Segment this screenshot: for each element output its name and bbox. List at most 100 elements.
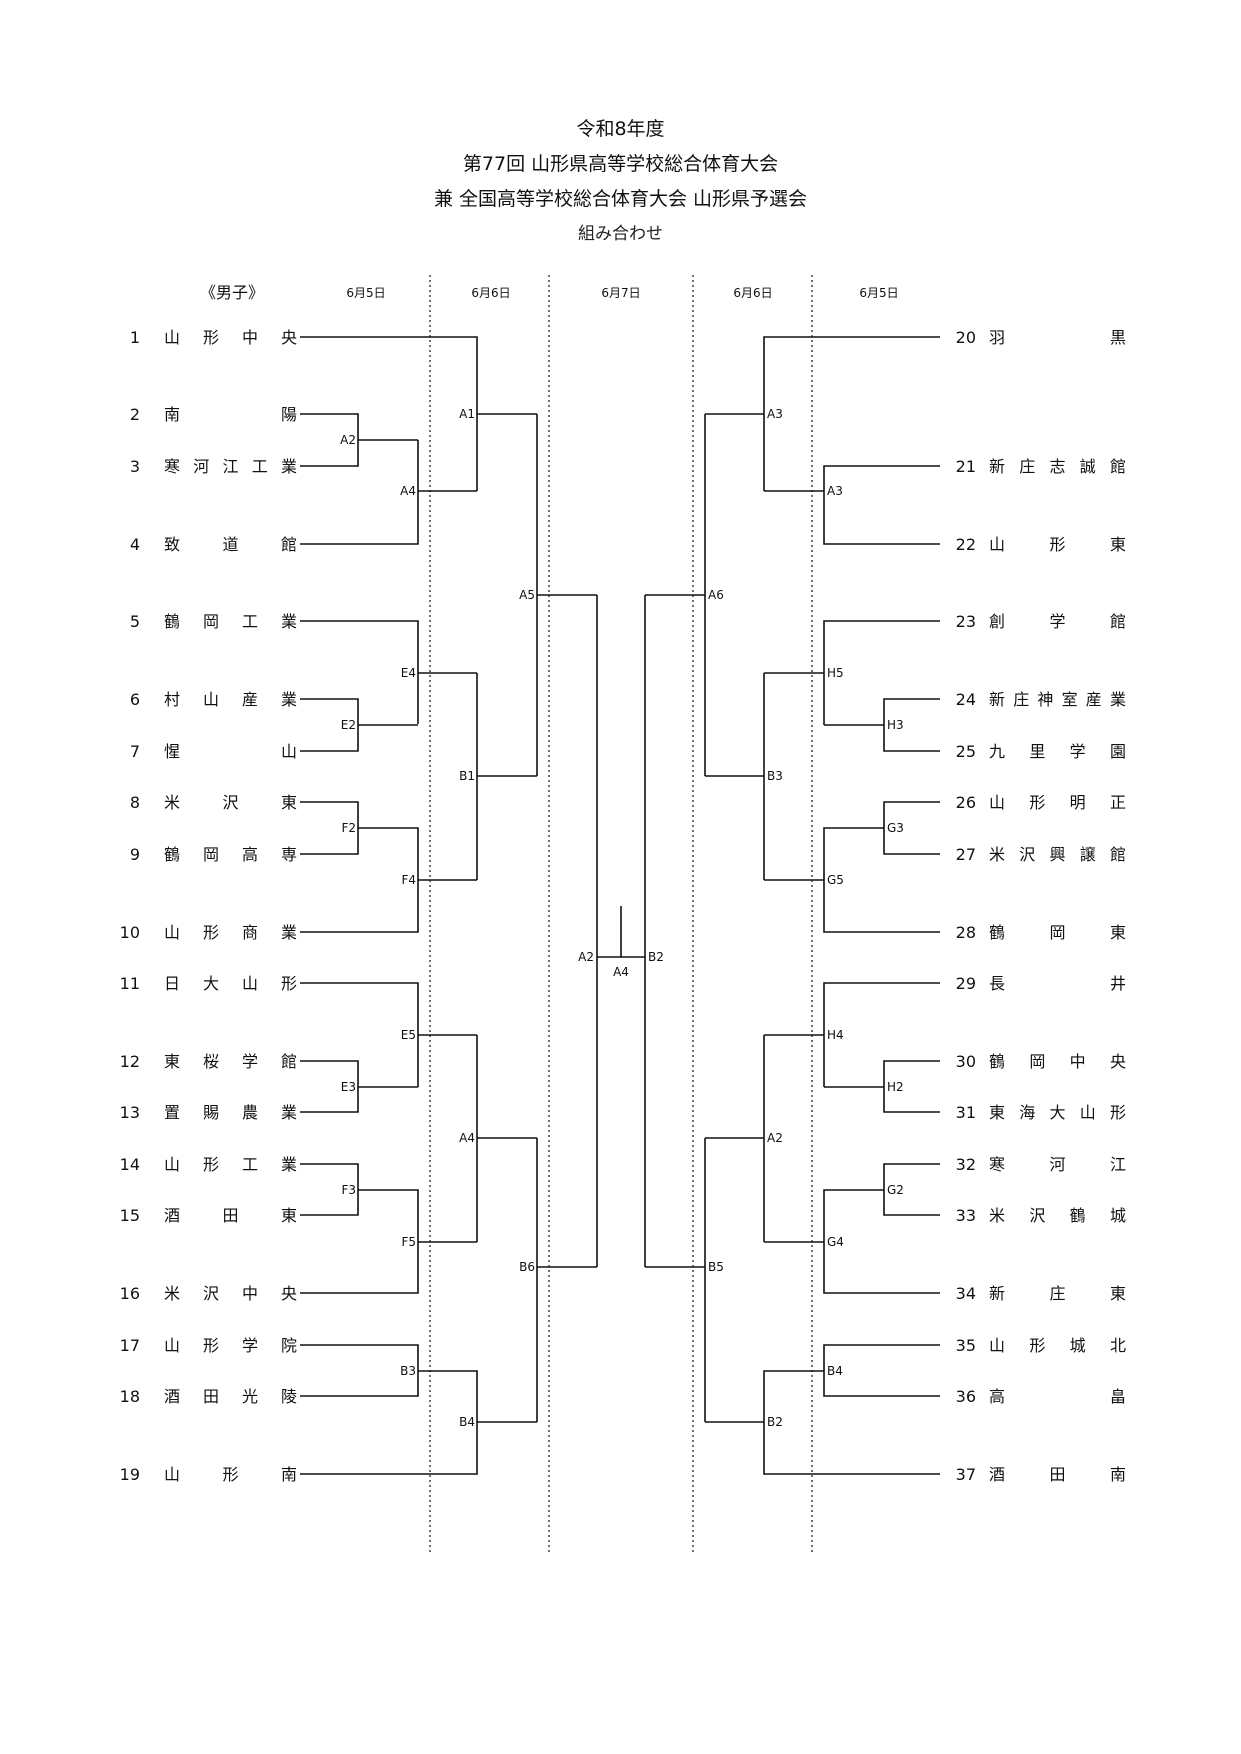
team-number: 37 xyxy=(956,1465,976,1484)
team-name-char: 山 xyxy=(281,742,297,761)
team-name-char: 山 xyxy=(164,1465,180,1484)
team-number: 17 xyxy=(120,1336,140,1355)
match-label: E5 xyxy=(401,1028,416,1042)
team-number: 19 xyxy=(120,1465,140,1484)
team-name-char: 城 xyxy=(1110,1206,1126,1225)
bracket-lines xyxy=(300,336,940,1475)
team-name-char: 中 xyxy=(242,328,258,347)
match-label: F4 xyxy=(401,873,416,887)
team-name-char: 米 xyxy=(164,1284,180,1303)
team-name-char: 置 xyxy=(164,1103,180,1122)
team-number: 34 xyxy=(956,1284,976,1303)
team-name-char: 東 xyxy=(281,1206,297,1225)
team-number: 24 xyxy=(956,690,976,709)
bracket-line xyxy=(300,982,419,1087)
date-label: 6月5日 xyxy=(859,286,898,300)
match-label: A2 xyxy=(340,433,356,447)
match-label: A3 xyxy=(767,407,783,421)
team-number: 4 xyxy=(130,535,140,554)
team-name-char: 致 xyxy=(164,535,180,554)
team-name-char: 商 xyxy=(242,923,258,942)
team-number: 14 xyxy=(120,1155,140,1174)
team-name-char: 酒 xyxy=(164,1387,180,1406)
final-label-center: A4 xyxy=(613,965,629,979)
team-name-char: 央 xyxy=(1110,1052,1126,1071)
team-name-char: 城 xyxy=(1070,1336,1086,1355)
team-name-char: 形 xyxy=(1029,1336,1045,1355)
match-label: A6 xyxy=(708,588,724,602)
team-name-char: 畠 xyxy=(1110,1387,1126,1406)
team-name-char: 大 xyxy=(203,974,219,993)
team-name-char: 庄 xyxy=(1013,690,1029,709)
team-name-char: 東 xyxy=(1110,535,1126,554)
team-name-char: 中 xyxy=(1070,1052,1086,1071)
team-number: 29 xyxy=(956,974,976,993)
team-name-char: 専 xyxy=(281,845,297,864)
team-name-char: 寒 xyxy=(989,1155,1005,1174)
team-name-char: 江 xyxy=(222,457,238,476)
team-number: 7 xyxy=(130,742,140,761)
team-number: 18 xyxy=(120,1387,140,1406)
team-name-char: 山 xyxy=(989,793,1005,812)
team-name-char: 明 xyxy=(1070,793,1086,812)
match-label: B4 xyxy=(827,1364,843,1378)
team-name-char: 業 xyxy=(1110,690,1126,709)
date-label: 6月5日 xyxy=(346,286,385,300)
team-name-char: 業 xyxy=(281,1103,297,1122)
bracket-line xyxy=(823,982,940,1087)
team-number: 22 xyxy=(956,535,976,554)
team-name-char: 形 xyxy=(203,1336,219,1355)
team-number: 16 xyxy=(120,1284,140,1303)
team-number: 20 xyxy=(956,328,976,347)
match-label: A3 xyxy=(827,484,843,498)
team-name-char: 譲 xyxy=(1080,845,1096,864)
team-name-char: 村 xyxy=(164,690,180,709)
team-name-char: 院 xyxy=(281,1336,297,1355)
gender-label: 《男子》 xyxy=(200,283,264,302)
date-label: 6月7日 xyxy=(601,286,640,300)
team-name-char: 業 xyxy=(281,1155,297,1174)
team-name-char: 河 xyxy=(1049,1155,1065,1174)
team-name-char: 山 xyxy=(989,535,1005,554)
team-name-char: 館 xyxy=(1110,457,1126,476)
team-name-char: 惺 xyxy=(164,742,180,761)
bracket-line xyxy=(300,620,419,724)
team-name-char: 形 xyxy=(1049,535,1065,554)
team-name-char: 形 xyxy=(222,1465,238,1484)
team-name-char: 米 xyxy=(989,1206,1005,1225)
team-name-char: 農 xyxy=(242,1103,258,1122)
match-label: G2 xyxy=(887,1183,904,1197)
final-label-left: A2 xyxy=(578,950,594,964)
team-name-char: 海 xyxy=(1019,1103,1035,1122)
team-number: 21 xyxy=(956,457,976,476)
team-name-char: 館 xyxy=(1110,612,1126,631)
team-name-char: 形 xyxy=(281,974,297,993)
team-name-char: 業 xyxy=(281,457,297,476)
team-number: 2 xyxy=(130,405,140,424)
team-name-char: 山 xyxy=(164,328,180,347)
team-name-char: 館 xyxy=(281,1052,297,1071)
team-name-char: 江 xyxy=(1110,1155,1126,1174)
team-number: 13 xyxy=(120,1103,140,1122)
team-number: 15 xyxy=(120,1206,140,1225)
team-name-char: 沢 xyxy=(203,1284,219,1303)
team-name-char: 田 xyxy=(203,1387,219,1406)
match-label: E3 xyxy=(341,1080,356,1094)
team-name-char: 学 xyxy=(242,1336,258,1355)
match-label: F5 xyxy=(401,1235,416,1249)
team-name-char: 東 xyxy=(989,1103,1005,1122)
team-name-char: 産 xyxy=(242,690,258,709)
team-name-char: 河 xyxy=(193,457,209,476)
bracket-line xyxy=(300,1370,478,1475)
team-name-char: 陵 xyxy=(281,1387,297,1406)
match-label: H3 xyxy=(887,718,904,732)
team-name-char: 興 xyxy=(1049,845,1065,864)
team-name-char: 東 xyxy=(281,793,297,812)
team-name-char: 山 xyxy=(203,690,219,709)
team-name-char: 鶴 xyxy=(1070,1206,1086,1225)
team-number: 31 xyxy=(956,1103,976,1122)
team-name-char: 中 xyxy=(242,1284,258,1303)
team-number: 33 xyxy=(956,1206,976,1225)
team-number: 25 xyxy=(956,742,976,761)
